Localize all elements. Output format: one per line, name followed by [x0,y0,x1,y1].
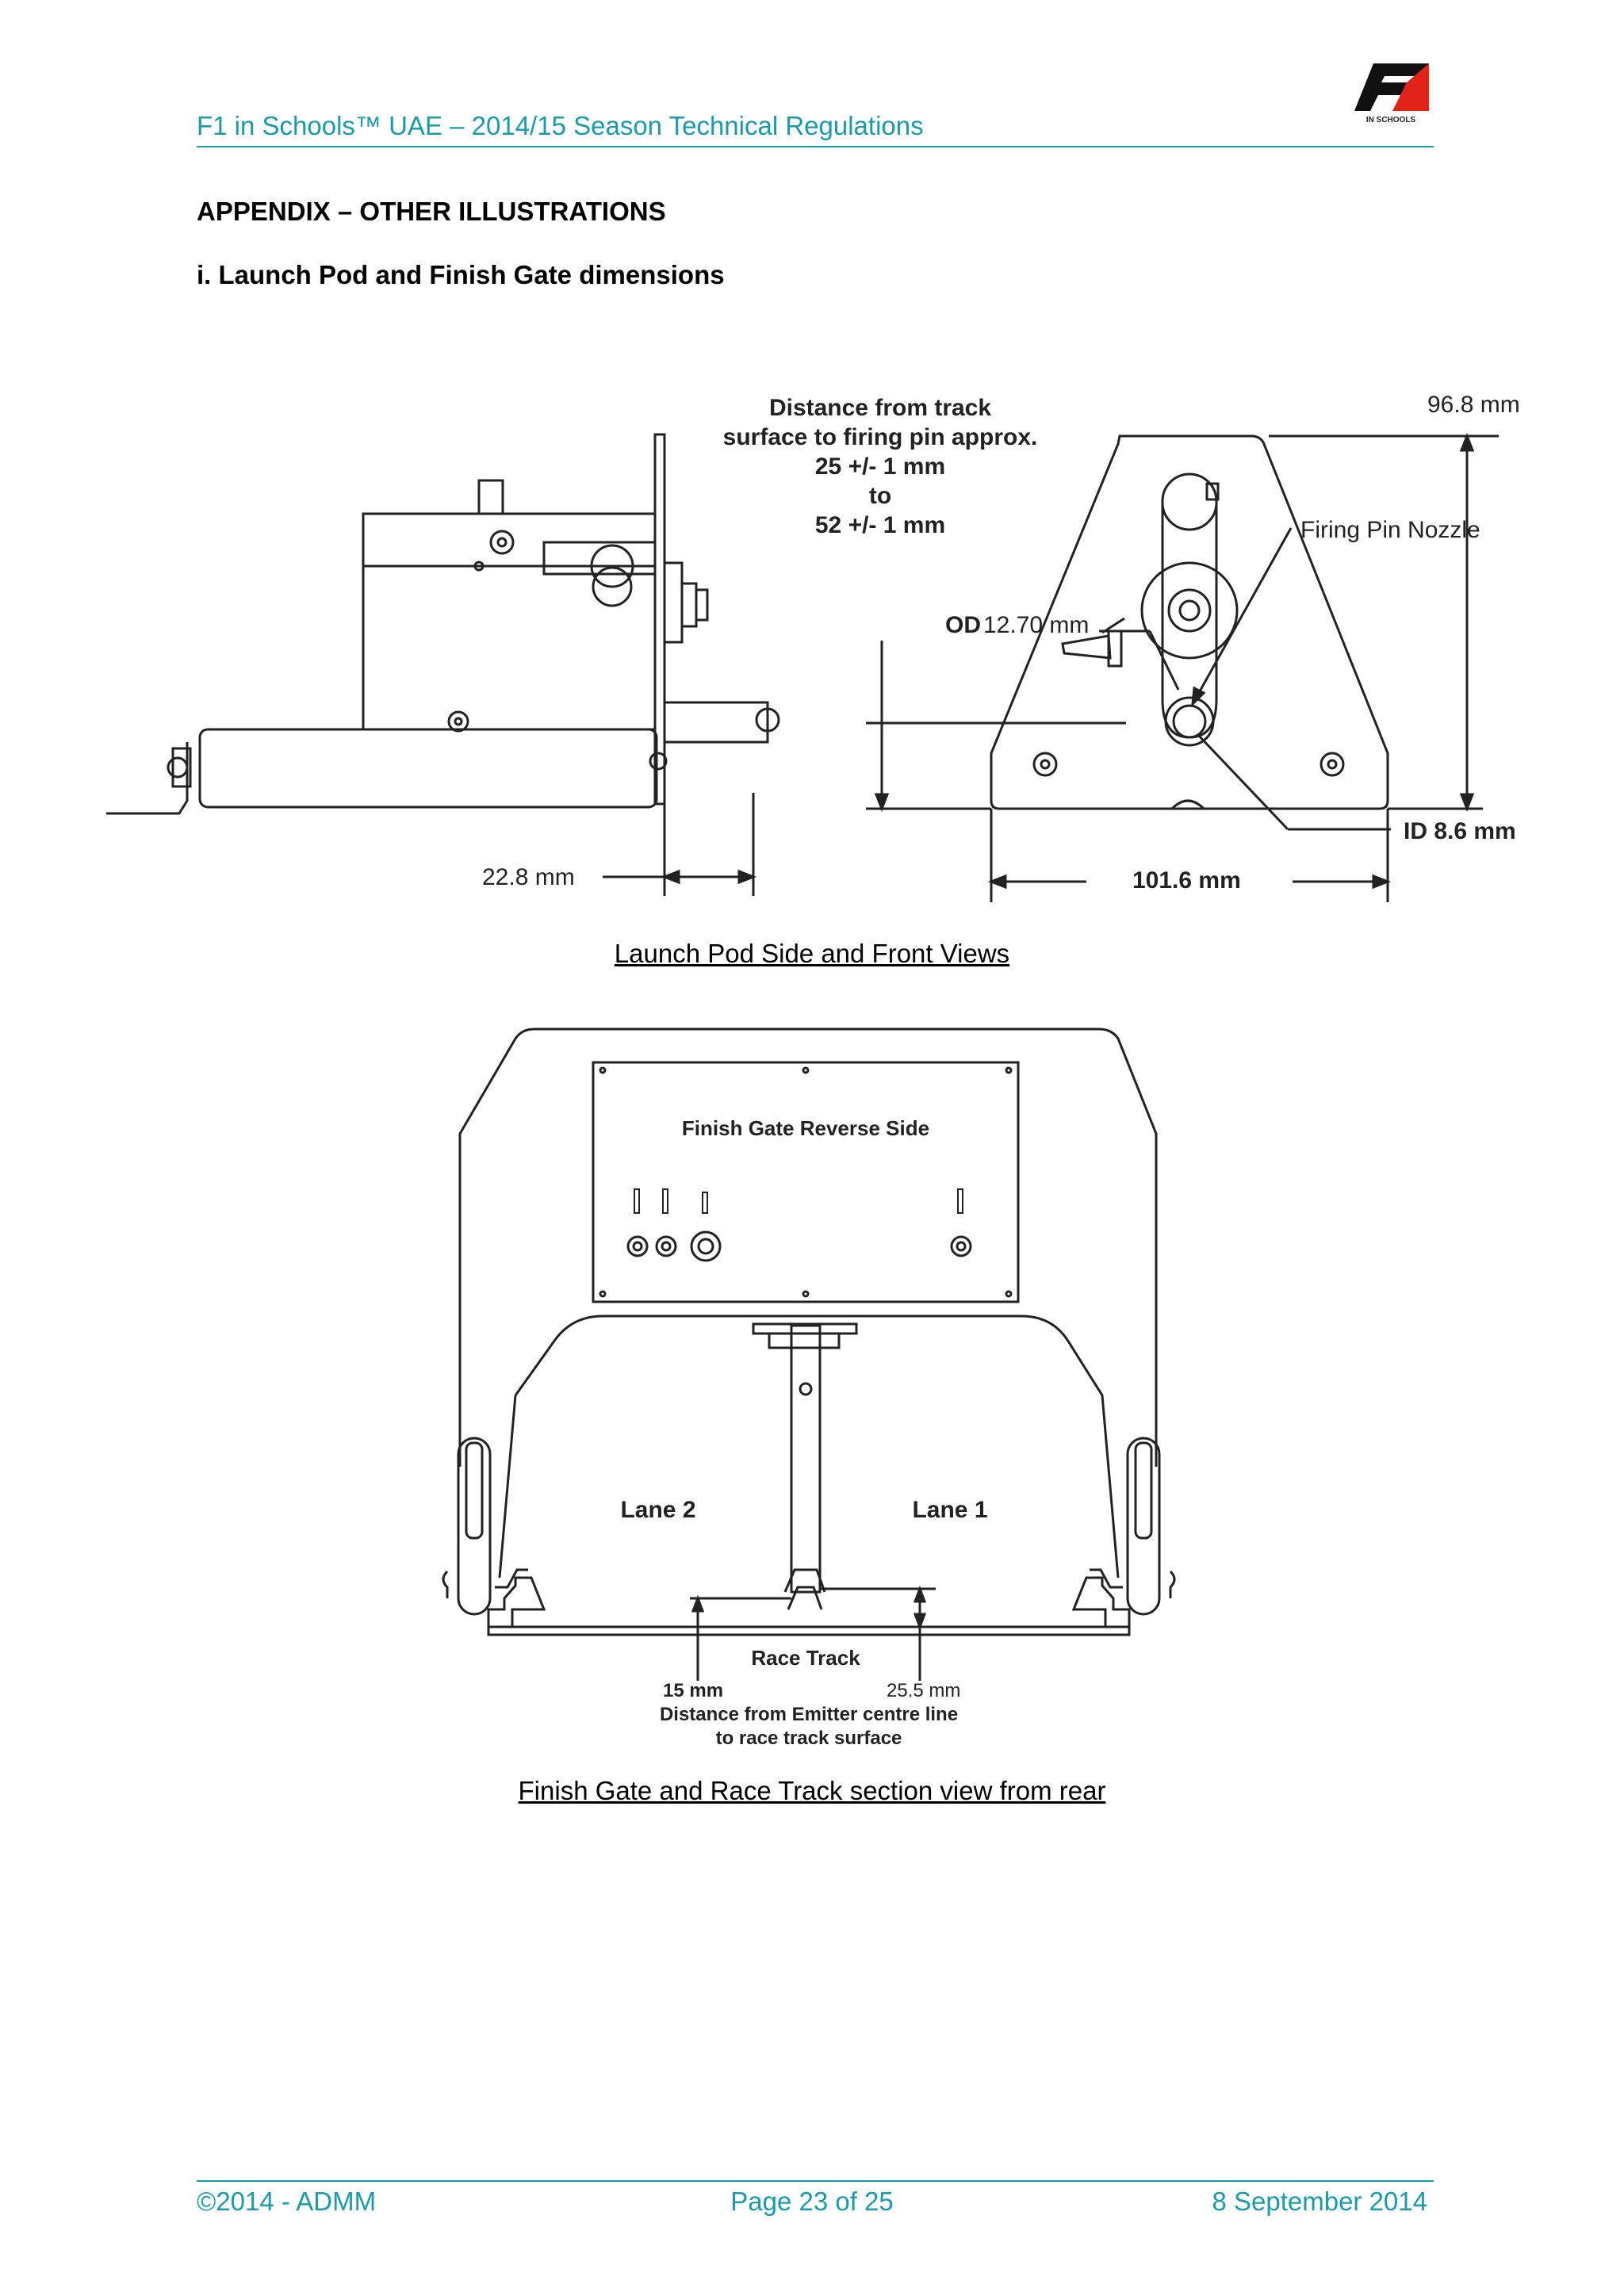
footer-copyright: ©2014 - ADMM [197,2187,377,2216]
race-track-label: Race Track [751,1646,860,1670]
f1-in-schools-logo: IN SCHOOLS [1350,60,1432,124]
distance-note-2: to race track surface [716,1728,902,1749]
distance-note-1: Distance from Emitter centre line [660,1704,958,1725]
od-value: 12.70 mm [983,612,1089,638]
pod-front-body [990,434,1389,810]
distance-label-5: 52 +/- 1 mm [815,512,945,538]
dim-22-8: 22.8 mm [482,864,575,890]
section-subheading: i. Launch Pod and Finish Gate dimensions [197,260,725,289]
reverse-panel [592,1061,1020,1303]
lane-1-label: Lane 1 [912,1497,987,1523]
id-label: ID 8.6 mm [1404,818,1516,844]
od-prefix: OD [945,612,981,638]
dim-15mm: 15 mm [663,1680,723,1701]
appendix-heading: APPENDIX – OTHER ILLUSTRATIONS [197,197,666,226]
distance-label-2: surface to firing pin approx. [723,424,1038,450]
finish-gate-drawing: Finish Gate Reverse Side Lane 2 Lane 1 R… [428,1023,1189,1760]
footer-date: 8 September 2014 [1212,2187,1427,2216]
dim-101-6: 101.6 mm [1132,867,1241,894]
lane-2-label: Lane 2 [620,1497,695,1523]
dim-96-8: 96.8 mm [1427,392,1520,418]
finish-gate-caption: Finish Gate and Race Track section view … [518,1776,1106,1805]
launch-pod-caption: Launch Pod Side and Front Views [614,939,1010,968]
distance-label-4: to [869,483,891,509]
footer-rule [197,2180,1434,2182]
firing-pin-label: Firing Pin Nozzle [1300,517,1480,543]
footer-page-number: Page 23 of 25 [730,2187,894,2216]
launch-pod-technical-drawing: Distance from track surface to firing pi… [103,381,1538,912]
dim-25-5mm: 25.5 mm [887,1680,960,1701]
distance-label-1: Distance from track [769,395,991,421]
gate-frame [458,1027,1158,1467]
running-header: F1 in Schools™ UAE – 2014/15 Season Tech… [197,111,924,140]
panel-title: Finish Gate Reverse Side [682,1116,929,1140]
logo-caption: IN SCHOOLS [1366,116,1416,124]
header-rule [197,146,1434,147]
distance-label-3: 25 +/- 1 mm [815,453,945,480]
